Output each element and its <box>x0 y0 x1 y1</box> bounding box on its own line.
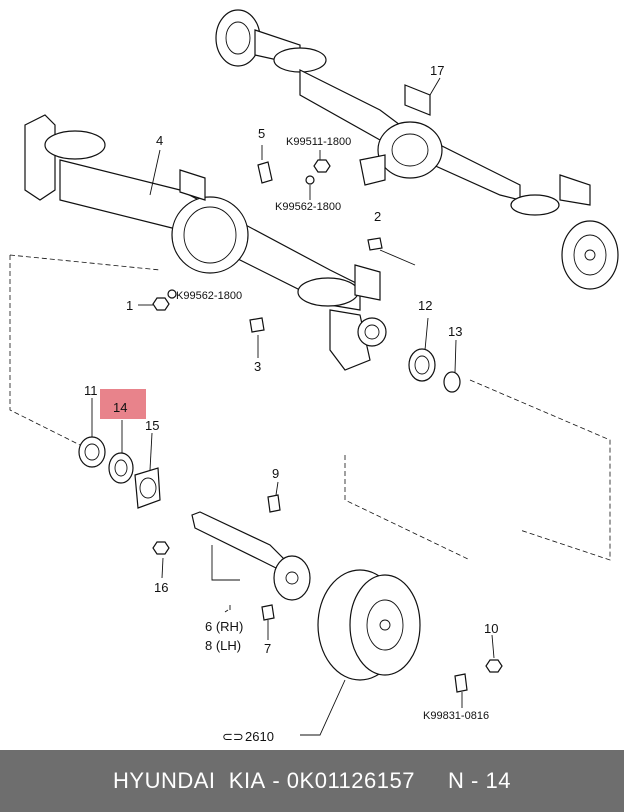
ref-arrow-icon: ⊂⊃ <box>222 729 244 744</box>
exploded-group-outline <box>9 254 611 561</box>
label-part-6: 6 (RH) <box>205 619 243 634</box>
brake-drum <box>317 569 421 681</box>
bearing-11 <box>78 436 106 468</box>
seal-14 <box>108 452 134 484</box>
axle-shaft-6-8 <box>191 511 311 601</box>
label-part-3: 3 <box>254 359 261 374</box>
rear-axle-assembly-17 <box>215 9 619 290</box>
label-part-9: 9 <box>272 466 279 481</box>
highlight-box <box>100 389 146 419</box>
label-part-15: 15 <box>145 418 159 433</box>
footer-separator: - <box>265 768 287 793</box>
footer-bar: HYUNDAI KIA - 0K01126157 N - 14 <box>0 750 624 812</box>
retainer-15 <box>134 467 161 509</box>
bolt-k99831 <box>454 673 468 693</box>
label-ref-group: 2610 <box>245 729 274 744</box>
nut-10 <box>485 659 503 673</box>
label-part-12: 12 <box>418 298 432 313</box>
label-part-2: 2 <box>374 209 381 224</box>
bolt-7 <box>261 604 275 621</box>
footer-part-number: 0K01126157 <box>286 768 415 793</box>
hardware-items <box>152 159 503 693</box>
label-code-k99562-upper: K99562-1800 <box>275 201 341 213</box>
footer-brand: HYUNDAI KIA <box>113 768 266 793</box>
axle-housing-4 <box>24 114 387 371</box>
label-part-16: 16 <box>154 580 168 595</box>
bolt-3 <box>249 317 265 333</box>
nut-1 <box>152 297 170 311</box>
nut-k99511 <box>313 159 331 173</box>
label-part-4: 4 <box>156 133 163 148</box>
bolt-2 <box>367 237 383 251</box>
label-code-k99511: K99511-1800 <box>286 136 351 148</box>
label-part-17: 17 <box>430 63 444 78</box>
nut-16 <box>152 541 170 555</box>
exploded-parts-diagram: 1 2 3 4 5 6 (RH) 7 8 (LH) 9 10 11 12 13 … <box>9 9 619 744</box>
label-part-13: 13 <box>448 324 462 339</box>
ring-13 <box>443 371 461 393</box>
seal-12 <box>408 348 436 382</box>
breather-5 <box>257 161 273 184</box>
label-part-14-highlighted: 14 <box>113 400 127 415</box>
label-part-11: 11 <box>84 383 98 398</box>
label-part-5: 5 <box>258 126 265 141</box>
label-part-1: 1 <box>126 298 133 313</box>
leader-lines <box>91 77 495 736</box>
label-code-k99562-lower: K99562-1800 <box>176 290 242 302</box>
footer-callout: N - 14 <box>448 768 511 793</box>
label-part-8: 8 (LH) <box>205 638 241 653</box>
label-code-k99831: K99831-0816 <box>423 710 489 722</box>
washer-k99562 <box>305 175 315 185</box>
footer-gap <box>415 768 448 794</box>
bolt-9 <box>267 494 281 513</box>
label-part-10: 10 <box>484 621 498 636</box>
label-part-7: 7 <box>264 641 271 656</box>
